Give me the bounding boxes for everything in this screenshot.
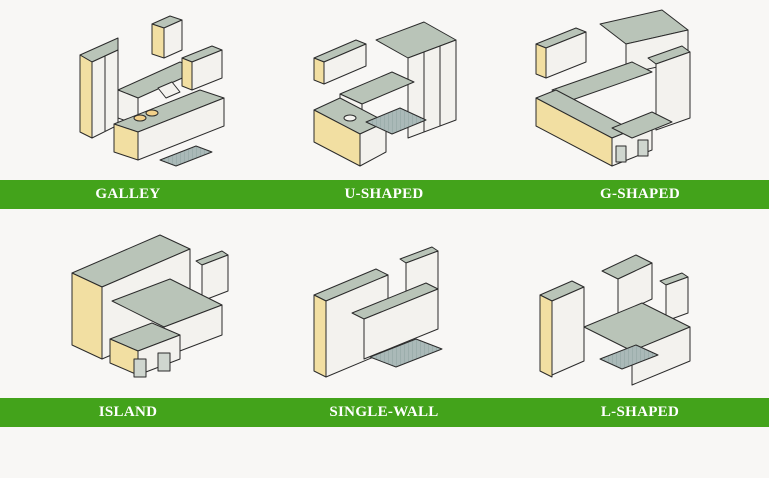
illustration-galley (0, 0, 256, 180)
label-u-shaped: U-SHAPED (344, 186, 424, 202)
label-single-wall: SINGLE-WALL (329, 404, 439, 420)
illustration-u-shaped (256, 0, 512, 180)
illustration-single-wall (256, 209, 512, 398)
illustration-island (0, 209, 256, 398)
label-band-bottom: ISLAND SINGLE-WALL L-SHAPED (0, 398, 769, 427)
label-island: ISLAND (98, 404, 158, 420)
label-g-shaped: G-SHAPED (600, 186, 680, 202)
illustration-g-shaped (512, 0, 768, 180)
label-galley: GALLEY (95, 186, 161, 202)
label-l-shaped: L-SHAPED (600, 404, 680, 420)
illustration-l-shaped (512, 209, 768, 398)
label-band-top: GALLEY U-SHAPED G-SHAPED (0, 180, 769, 209)
